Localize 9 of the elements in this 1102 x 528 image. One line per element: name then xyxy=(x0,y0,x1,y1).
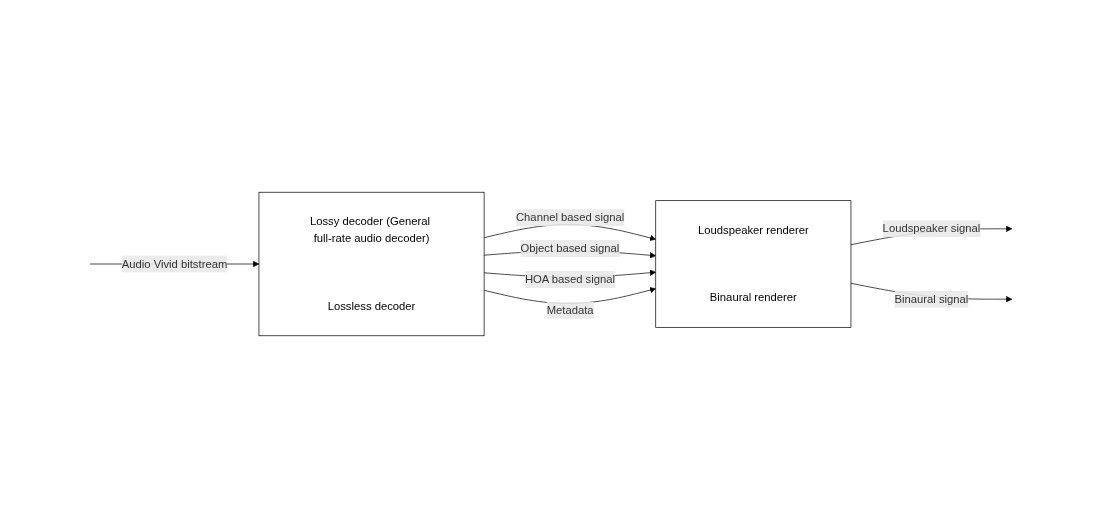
node-box: Loudspeaker renderer Binaural renderer xyxy=(655,200,852,328)
edge-label: Object based signal xyxy=(520,242,620,255)
edge-label: Binaural signal xyxy=(894,292,969,305)
node-box: Lossy decoder (General full-rate audio decoder) Lossless decoder xyxy=(258,191,485,337)
edge-label: Audio Vivid bitstream xyxy=(121,257,228,270)
edge-label: HOA based signal xyxy=(524,273,616,286)
edge-label: Channel based signal xyxy=(515,211,625,224)
edge-label: Metadata xyxy=(546,304,594,317)
edge-label: Loudspeaker signal xyxy=(882,222,981,235)
